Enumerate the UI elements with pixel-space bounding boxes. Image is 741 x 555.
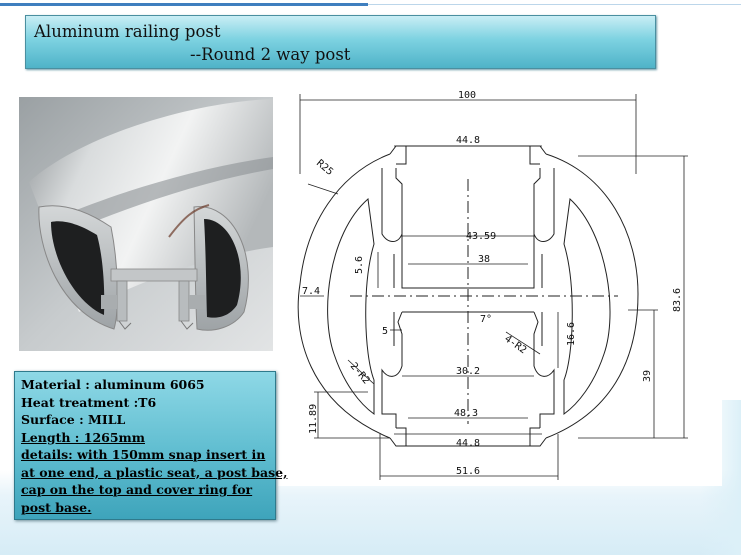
- dim-bottom-width: 51.6: [456, 466, 480, 477]
- spec-heat-treatment: Heat treatment :T6: [21, 394, 157, 410]
- page-title: Aluminum railing post: [34, 22, 221, 41]
- dim-inner-height: 5.6: [354, 256, 365, 274]
- dim-corner-radius: 4-R2: [502, 333, 528, 356]
- dim-inner-small: 38: [478, 254, 490, 265]
- spec-details-line3: cap on the top and cover ring for: [21, 482, 253, 497]
- dim-inner-bottom: 30.2: [456, 366, 480, 377]
- dim-outer-height: 83.6: [672, 288, 683, 312]
- top-accent-line-thin: [368, 4, 741, 5]
- dim-overall-width: 100: [458, 90, 476, 101]
- spec-material: Material : aluminum 6065: [21, 377, 205, 392]
- dim-small-gap: 5: [382, 326, 388, 337]
- dim-lower-slot: 48.3: [454, 408, 478, 419]
- top-accent-line: [0, 3, 368, 6]
- dim-left-radius: 2-R2: [348, 361, 372, 387]
- spec-list: Material : aluminum 6065 Heat treatment …: [21, 376, 288, 516]
- dim-angle: 7°: [480, 314, 492, 325]
- spec-details-line2: at one end, a plastic seat, a post base,: [21, 464, 288, 480]
- dim-bottom-slot: 44.8: [456, 438, 480, 449]
- spec-details-line4: post base.: [21, 499, 92, 515]
- spec-surface: Surface : MILL: [21, 412, 126, 427]
- dim-arc-radius: R25: [314, 158, 335, 178]
- dim-mid-height: 16.6: [566, 322, 577, 346]
- specifications-box: Material : aluminum 6065 Heat treatment …: [14, 371, 288, 520]
- technical-drawing-panel: 100 44.8 43.59 38 5.6 7.4 7° 5 4-R2 16.6…: [278, 84, 722, 486]
- cross-section-drawing: 100 44.8 43.59 38 5.6 7.4 7° 5 4-R2 16.6…: [297, 90, 688, 480]
- spec-details-line1: details: with 150mm snap insert in: [21, 447, 266, 462]
- spec-length: Length : 1265mm: [21, 429, 145, 445]
- dim-left-height: 11.89: [308, 404, 319, 434]
- page-subtitle: --Round 2 way post: [190, 45, 351, 64]
- dim-top-slot: 44.8: [456, 135, 480, 146]
- dim-side-gap: 7.4: [302, 286, 320, 297]
- title-banner: Aluminum railing post --Round 2 way post: [25, 15, 656, 69]
- dim-half-height: 39: [642, 370, 653, 382]
- product-photo: [19, 97, 273, 351]
- dim-inner-width: 43.59: [466, 231, 496, 242]
